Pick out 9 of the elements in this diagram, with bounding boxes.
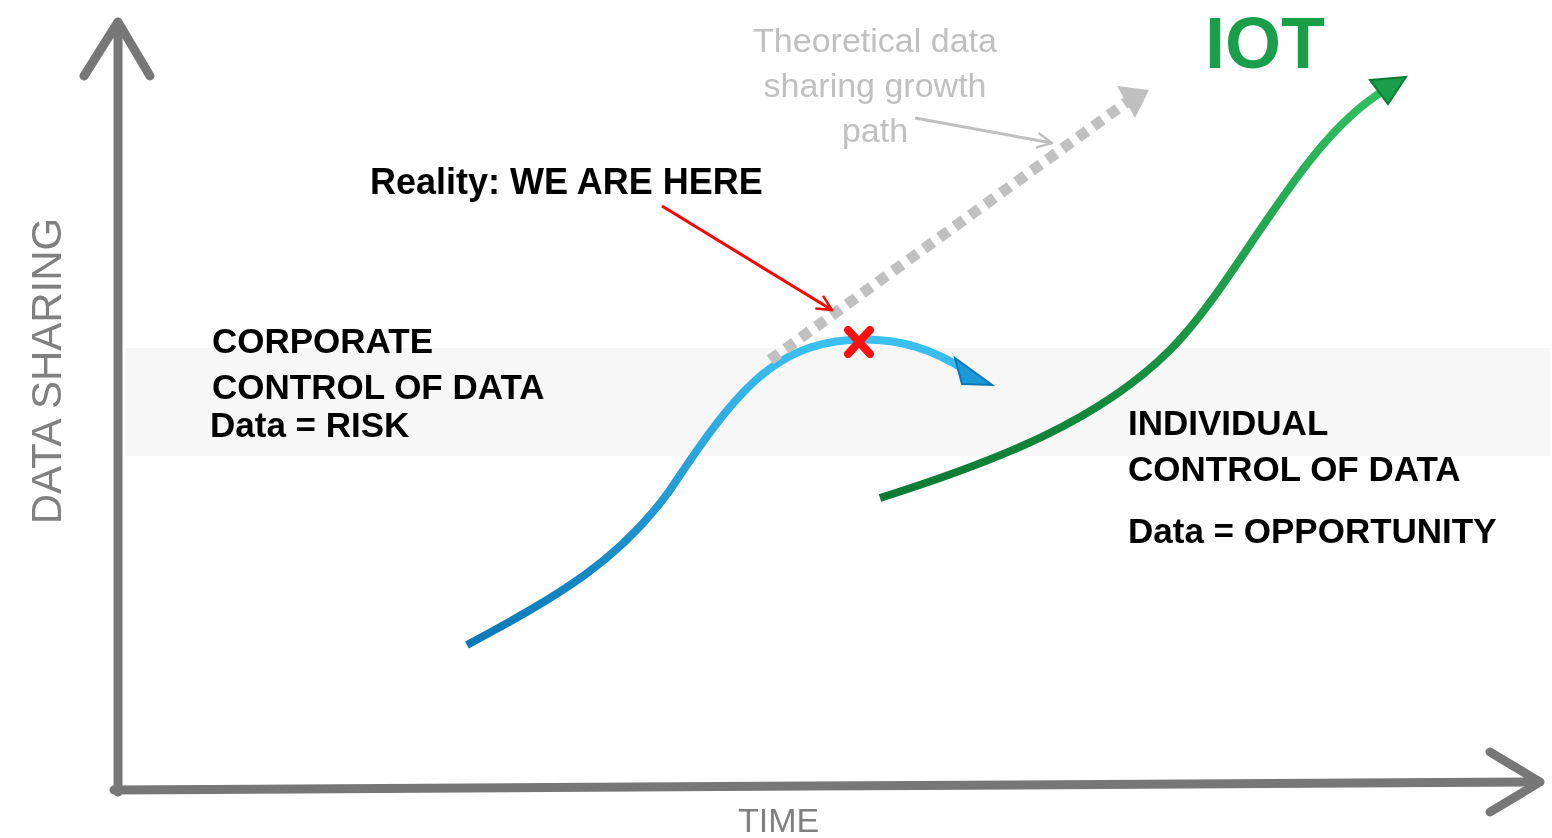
annotation-text: Data = OPPORTUNITY	[1128, 510, 1497, 552]
annotation-text: INDIVIDUAL CONTROL OF DATA	[1128, 402, 1462, 490]
annotation-text: Theoretical data sharing growth path	[752, 20, 998, 151]
axis-label: TIME	[738, 800, 820, 838]
axis-label: DATA SHARING	[23, 216, 71, 527]
leader-line	[661, 204, 834, 312]
heading-text: IOT	[1205, 2, 1325, 85]
annotation-text: Reality: WE ARE HERE	[370, 160, 764, 204]
leader-line	[914, 116, 1054, 149]
